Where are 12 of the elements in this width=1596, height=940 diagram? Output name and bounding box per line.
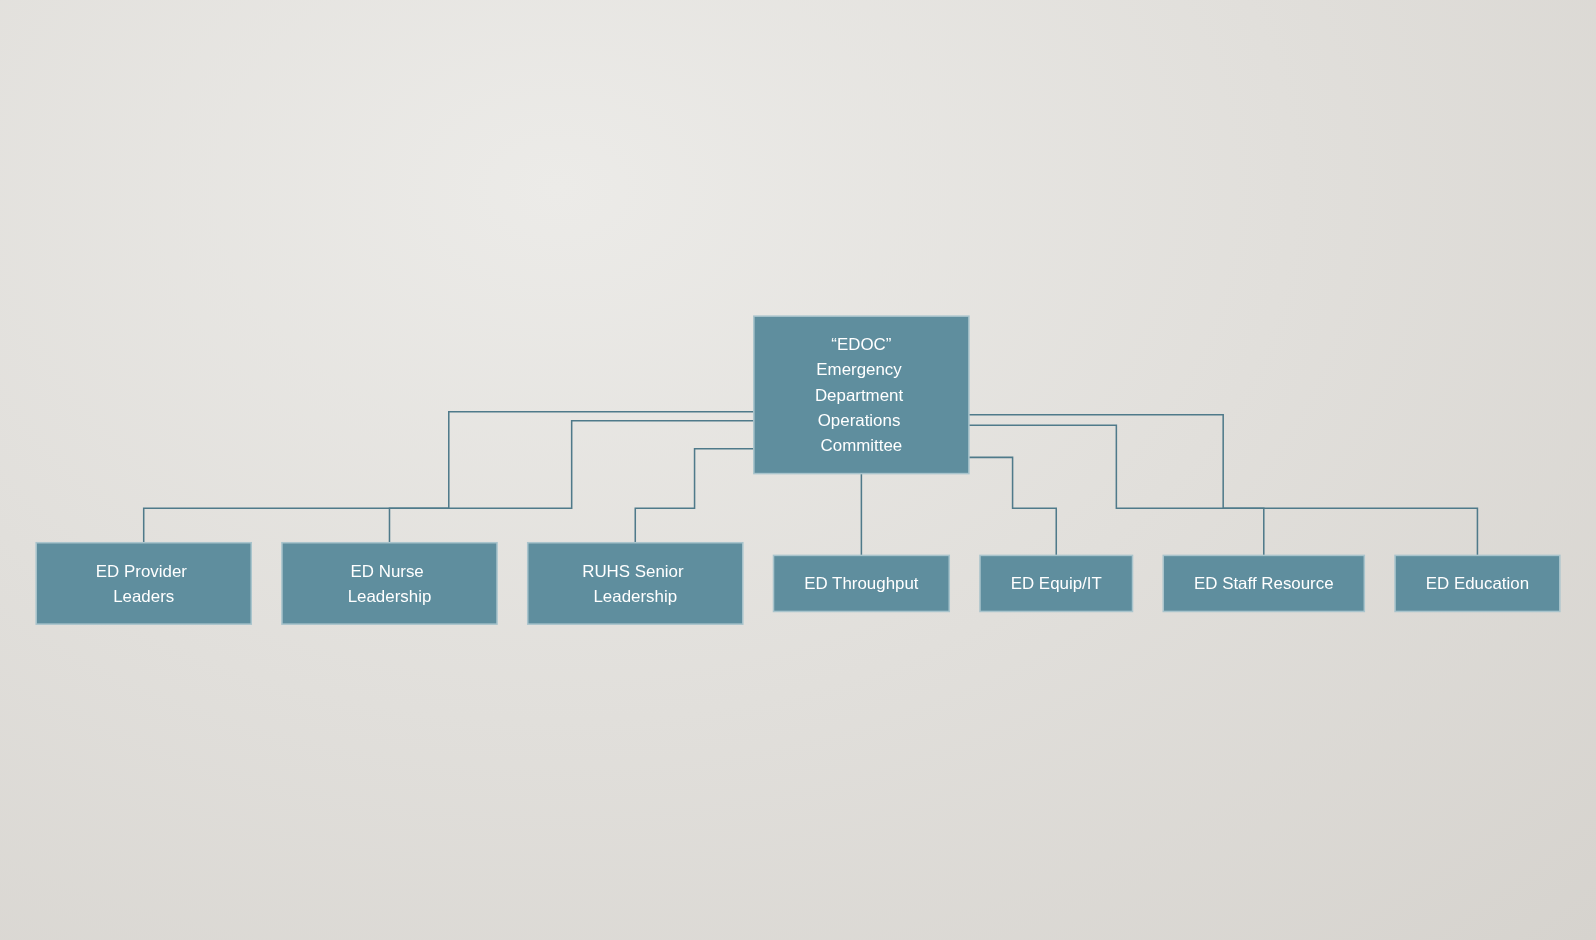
- connector: [968, 413, 1479, 556]
- node-box: ED Staff Resource: [1162, 554, 1366, 613]
- node-box: “EDOC” Emergency Department Operations Committee: [753, 315, 970, 475]
- node-box: RUHS Senior Leadership: [526, 541, 744, 625]
- connector: [860, 472, 863, 556]
- node-box: ED Nurse Leadership: [281, 541, 498, 625]
- connector: [968, 456, 1057, 556]
- node-box: ED Provider Leaders: [35, 541, 252, 625]
- node-box: ED Throughput: [772, 554, 951, 613]
- node-box: ED Equip/IT: [979, 554, 1134, 613]
- connector: [968, 424, 1265, 556]
- node-box: ED Education: [1394, 554, 1561, 613]
